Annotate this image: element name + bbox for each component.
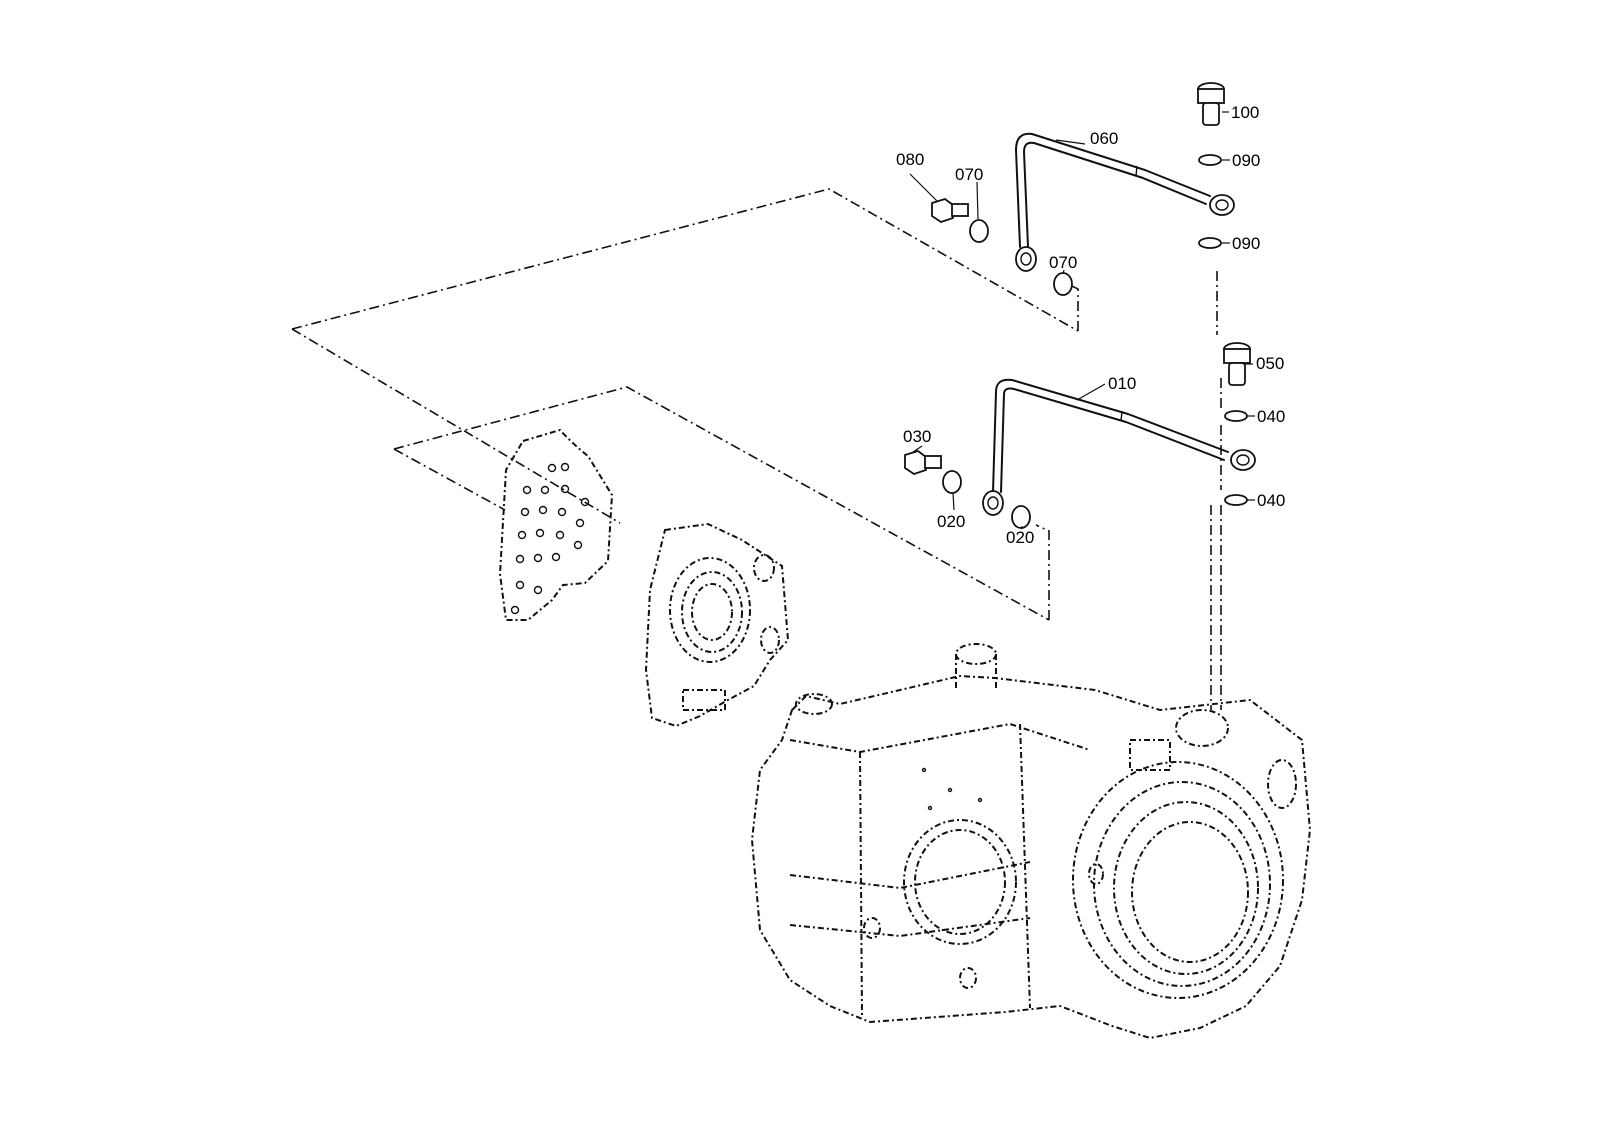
callout-040-lower: 040: [1257, 491, 1285, 510]
callout-080: 080: [896, 150, 924, 169]
callout-090-upper: 090: [1232, 151, 1260, 170]
callout-040-upper: 040: [1257, 407, 1285, 426]
callout-labels: 100 090 090 060 080 070 070 050 040 040 …: [896, 103, 1285, 547]
banjo-bolt-100: [1197, 82, 1225, 126]
callout-090-lower: 090: [1232, 234, 1260, 253]
pipe-010: [982, 378, 1256, 516]
callout-100: 100: [1231, 103, 1259, 122]
callout-070-lower: 070: [1049, 253, 1077, 272]
callout-020-right: 020: [1006, 528, 1034, 547]
union-030: [904, 450, 942, 475]
intermediate-housing: [644, 522, 790, 728]
main-gearbox-housing: [750, 643, 1312, 1040]
callout-070-upper: 070: [955, 165, 983, 184]
union-080: [931, 198, 969, 223]
banjo-bolt-050: [1223, 342, 1251, 386]
callout-leaders: [909, 111, 1255, 529]
pipe-060: [1015, 132, 1235, 272]
assembly-guide-lines: [291, 188, 1222, 710]
callout-030: 030: [903, 427, 931, 446]
callout-020-left: 020: [937, 512, 965, 531]
washers: [942, 154, 1248, 529]
callout-050: 050: [1256, 354, 1284, 373]
callout-060: 060: [1090, 129, 1118, 148]
cover-plate: [498, 428, 614, 621]
callout-010: 010: [1108, 374, 1136, 393]
